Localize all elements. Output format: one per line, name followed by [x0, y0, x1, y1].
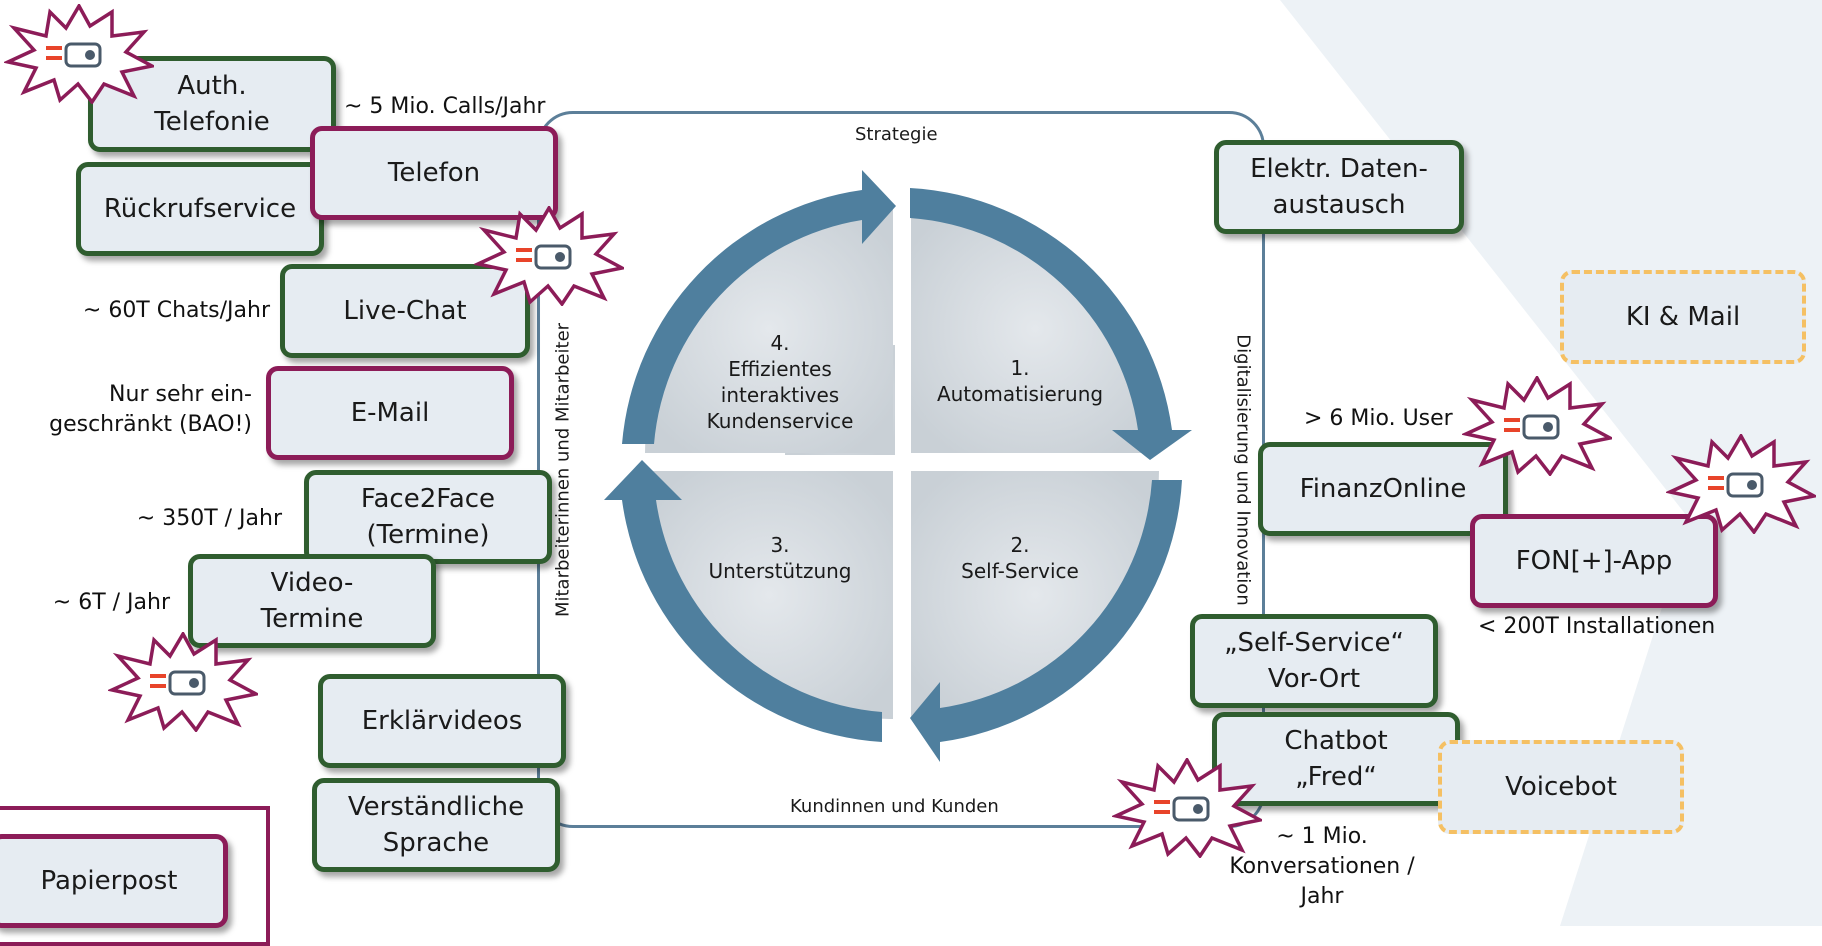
arrow-1 — [910, 188, 1192, 460]
papierpost-box: Papierpost — [0, 834, 228, 928]
quadrant-1-shape — [911, 205, 1159, 453]
chats-note: ~ 60T Chats/Jahr — [82, 298, 270, 323]
quadrant-3-shape — [645, 471, 893, 719]
quadrant-2-shape — [911, 471, 1159, 719]
axis-label-right: Digitalisierung und Innovation — [1232, 334, 1254, 606]
finanzonline-box: FinanzOnline — [1258, 442, 1508, 536]
key-with-speed-lines-icon — [1462, 376, 1612, 476]
live-chat-box: Live-Chat — [280, 264, 530, 358]
email-box: E-Mail — [266, 366, 514, 460]
cycle-diagram — [604, 170, 1192, 762]
elektr-datenaustausch-box: Elektr. Daten- austausch — [1214, 140, 1464, 234]
key-with-speed-lines-icon — [108, 632, 258, 732]
quadrant-4-shape — [645, 205, 893, 453]
key-with-speed-lines-icon — [1112, 758, 1262, 858]
face2face-note: ~ 350T / Jahr — [136, 506, 282, 531]
ki-mail-box: KI & Mail — [1560, 270, 1806, 364]
chatbot-note: ~ 1 Mio. Konversationen / Jahr — [1229, 824, 1415, 909]
erklaervideos-box: Erklärvideos — [318, 674, 566, 768]
arrow-4 — [622, 170, 896, 444]
self-service-vor-ort-box: „Self-Service“ Vor-Ort — [1190, 614, 1438, 708]
key-with-speed-lines-icon — [474, 206, 624, 306]
verstaendliche-sprache-box: Verständliche Sprache — [312, 778, 560, 872]
chatbot-box: Chatbot „Fred“ — [1212, 712, 1460, 806]
quadrant-3-label: 3. Unterstützung — [708, 533, 852, 583]
face2face-box: Face2Face (Termine) — [304, 470, 552, 564]
installs-note: < 200T Installationen — [1478, 614, 1716, 639]
arrow-3 — [604, 460, 882, 742]
quadrant-1-label: 1. Automatisierung — [936, 356, 1104, 406]
users-note: > 6 Mio. User — [1304, 406, 1453, 431]
video-termine-box: Video- Termine — [188, 554, 436, 648]
axis-label-top: Strategie — [855, 124, 938, 145]
rueckrufservice-box: Rückrufservice — [76, 162, 324, 256]
fon-app-box: FON[+]-App — [1470, 514, 1718, 608]
axis-label-left: Mitarbeiterinnen und Mitarbeiter — [552, 322, 574, 618]
calls-note: ~ 5 Mio. Calls/Jahr — [344, 94, 546, 119]
telefon-box: Telefon — [310, 126, 558, 220]
arrow-2 — [910, 480, 1182, 762]
background-panel — [1280, 0, 1822, 926]
voicebot-box: Voicebot — [1438, 740, 1684, 834]
quadrant-2-label: 2. Self-Service — [961, 533, 1079, 583]
quadrant-4-label: 4. Effizientes interaktives Kundenservic… — [706, 331, 854, 433]
video-note: ~ 6T / Jahr — [52, 590, 170, 615]
key-with-speed-lines-icon — [4, 4, 154, 104]
strategy-frame — [537, 111, 1265, 828]
email-note: Nur sehr ein- geschränkt (BAO!) — [49, 382, 252, 437]
key-with-speed-lines-icon — [1666, 434, 1816, 534]
axis-label-bottom: Kundinnen und Kunden — [790, 796, 999, 817]
